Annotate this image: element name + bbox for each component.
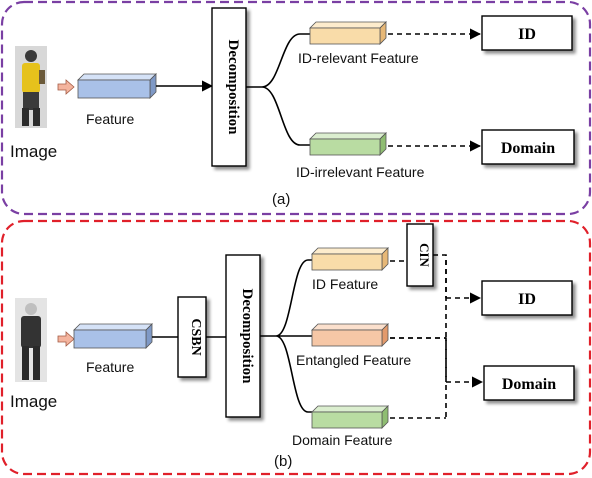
panel-b-border (0, 219, 592, 476)
image-label-b: Image (10, 392, 57, 411)
decomposition-label-b: Decomposition (239, 289, 255, 385)
feature-label-b: Feature (86, 359, 134, 375)
domain-feature-label: Domain Feature (292, 432, 393, 448)
panel-a-border (0, 0, 592, 216)
input-arrow-a (57, 79, 75, 95)
id-relevant-feature-bar (309, 21, 387, 45)
entangled-feature-bar (311, 323, 389, 347)
id-box-b (481, 280, 573, 316)
domain-box-b (483, 365, 575, 401)
caption-b: (b) (274, 453, 292, 470)
person-image-a (15, 46, 47, 128)
id-box-a (481, 15, 573, 51)
branch-curve-b (260, 259, 312, 413)
domain-box-a (481, 129, 575, 165)
cin-box (406, 223, 434, 287)
caption-a: (a) (272, 191, 290, 208)
domain-feature-bar (311, 405, 389, 429)
image-label-a: Image (10, 142, 57, 161)
decomposition-label-a: Decomposition (225, 40, 241, 136)
feature-bar-b (73, 323, 153, 349)
id-irrelevant-feature-bar (309, 132, 387, 156)
decomposition-box-b (225, 254, 261, 418)
domain-box-label-b: Domain (502, 376, 556, 393)
domain-box-label-a: Domain (501, 140, 555, 157)
entangled-feature-label: Entangled Feature (296, 352, 411, 368)
id-relevant-label: ID-relevant Feature (298, 50, 419, 66)
id-box-label-a: ID (518, 26, 536, 43)
branch-curve-a (246, 33, 310, 146)
decomposition-box-a (211, 7, 247, 167)
id-box-label-b: ID (518, 291, 536, 308)
id-feature-label: ID Feature (312, 276, 378, 292)
id-irrelevant-label: ID-irrelevant Feature (296, 164, 425, 180)
person-image-b (15, 298, 47, 382)
feature-bar-a (77, 73, 157, 99)
csbn-label: CSBN (188, 318, 203, 355)
id-feature-bar (311, 247, 389, 271)
cin-label: CIN (417, 243, 432, 267)
input-arrow-b (57, 331, 75, 347)
dashed-connections-b (390, 254, 484, 419)
feature-label-a: Feature (86, 111, 134, 127)
